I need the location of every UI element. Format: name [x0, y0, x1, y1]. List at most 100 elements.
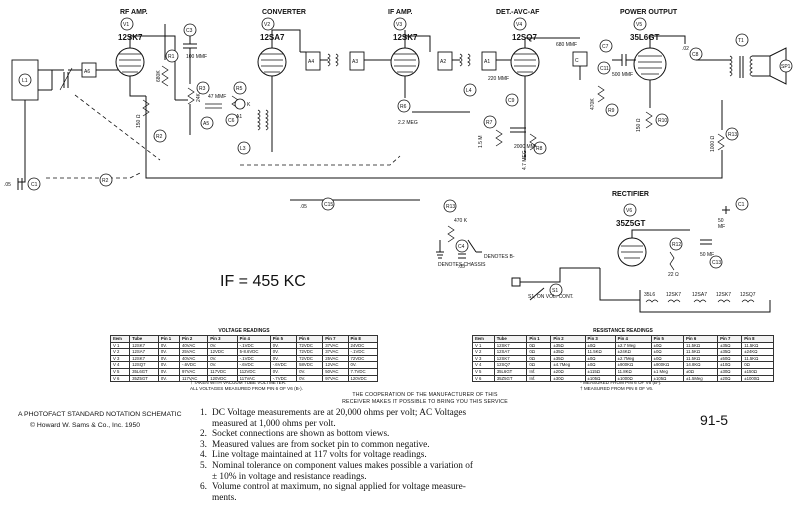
table-cell: 97VAC [322, 374, 349, 383]
table-cell: 37VAC [322, 348, 349, 356]
table-cell: ±35Ω [717, 341, 743, 350]
table-cell: 12SQ7 [129, 361, 159, 369]
table-cell: ±20Ω [717, 374, 743, 383]
table-cell: ±10Ω [717, 361, 743, 369]
svg-text:R2: R2 [156, 134, 163, 140]
rt-header: Tube [493, 335, 528, 343]
table-cell: 40VAC [179, 354, 209, 363]
table-cell: 11.5KΩ [682, 348, 719, 356]
table-cell: ±150Ω [741, 367, 774, 376]
note-text: Nominal tolerance on component values ma… [212, 460, 474, 471]
table-cell: 58VDC [296, 361, 324, 369]
svg-text:680K: 680K [156, 70, 162, 82]
note-number: 6. [200, 482, 207, 493]
table-cell: 0V. [157, 348, 181, 356]
vt-header: Pin 5 [269, 335, 298, 343]
svg-text:R12: R12 [672, 242, 681, 248]
svg-text:.02: .02 [682, 46, 689, 52]
svg-text:500 MMF: 500 MMF [612, 72, 633, 78]
table-cell: ±0Ω [584, 341, 616, 350]
rt-header: Pin 3 [584, 335, 616, 343]
svg-text:V6: V6 [626, 208, 632, 214]
table-cell: 112VDC [236, 367, 271, 376]
svg-text:SP1: SP1 [781, 64, 791, 70]
table-cell: ±0Ω [584, 354, 616, 363]
table-cell: 72VDC [347, 354, 379, 363]
note-number: 4. [200, 450, 207, 461]
table-cell: 0V. [269, 348, 298, 356]
rt-header: Pin 2 [550, 335, 586, 343]
svg-text:A1: A1 [236, 114, 242, 120]
note-item: ± 10% in voltage and resistance readings… [200, 472, 530, 483]
table-cell: 40VAC [179, 341, 209, 350]
table-cell: ±24KΩ [614, 348, 652, 356]
svg-text:R6: R6 [400, 104, 407, 110]
table-cell: 35Z5GT [493, 374, 528, 383]
note-item: ments. [200, 493, 530, 504]
svg-text:L1: L1 [22, 78, 28, 84]
svg-text:12SQ7: 12SQ7 [740, 292, 756, 298]
table-cell: 0V. [296, 374, 324, 383]
table-cell: V 4 [109, 361, 131, 369]
rt-header: Pin 4 [614, 335, 652, 343]
table-cell: ±35Ω [550, 354, 586, 363]
svg-text:L4: L4 [466, 88, 472, 94]
table-cell: 0V. [347, 361, 379, 369]
cooperation-statement: THE COOPERATION OF THE MANUFACTURER OF T… [342, 392, 508, 405]
note-item: 6.Volume control at maximum, no signal a… [200, 482, 530, 493]
svg-text:R3: R3 [199, 86, 206, 92]
svg-text:470K: 470K [590, 98, 596, 110]
table-cell: V 4 [472, 361, 495, 369]
vt-header: Tube [129, 335, 159, 343]
tube-type-v3: 12SK7 [393, 33, 418, 42]
svg-text:C6: C6 [228, 118, 235, 124]
note-number: 5. [200, 460, 207, 471]
table-cell: V 6 [472, 374, 495, 383]
table-cell: ±1.5Meg [682, 374, 719, 383]
svg-text:S1: S1 [552, 288, 558, 294]
table-cell: 5-8.6VDC [236, 348, 271, 356]
svg-text:R7: R7 [486, 120, 493, 126]
svg-text:.05: .05 [458, 264, 465, 270]
table-cell: 11.5KΩ [741, 341, 774, 350]
svg-text:22 Ω: 22 Ω [668, 272, 679, 278]
publisher-line-2: © Howard W. Sams & Co., Inc. 1950 [30, 422, 141, 429]
table-cell: 0V. [157, 354, 181, 363]
vt-header: Pin 6 [296, 335, 324, 343]
svg-text:C11: C11 [600, 66, 609, 72]
note-item: 1.DC Voltage measurements are at 20,000 … [200, 408, 530, 419]
svg-text:24 K: 24 K [240, 102, 251, 108]
table-cell: 11.5KΩ [584, 348, 616, 356]
rt-header: Pin 5 [650, 335, 685, 343]
table-cell: ±2.7 Meg [614, 341, 652, 350]
table-cell: 7.7VDC [347, 367, 379, 376]
table-cell: 11.5KΩ [682, 354, 719, 363]
svg-text:2.2 MEG: 2.2 MEG [398, 120, 418, 126]
table-cell: Inf. [526, 367, 552, 376]
svg-text:C8: C8 [692, 52, 699, 58]
svg-text:R2: R2 [102, 178, 109, 184]
table-cell: 117VDC [207, 367, 238, 376]
svg-text:C4: C4 [458, 244, 465, 250]
svg-text:.05: .05 [4, 182, 11, 188]
stage-label-rf-amp: RF AMP. [120, 9, 148, 16]
svg-text:470 K: 470 K [454, 218, 468, 224]
table-cell: ±0Ω [650, 354, 685, 363]
stage-label-converter: CONVERTER [262, 9, 306, 16]
table-cell: Inf. [526, 374, 552, 383]
stage-label-if-amp: IF AMP. [388, 9, 413, 16]
voltage-table-title: VOLTAGE READINGS [218, 328, 270, 334]
table-cell: 12VDC [207, 348, 238, 356]
table-cell: 0V. [296, 367, 324, 376]
resistance-table-note-2: † MEASURED FROM PIN 8 OF V6. [580, 386, 654, 391]
note-text: Line voltage maintained at 117 volts for… [212, 450, 427, 461]
table-cell: 0Ω [526, 354, 552, 363]
svg-text:150 Ω: 150 Ω [136, 114, 142, 128]
